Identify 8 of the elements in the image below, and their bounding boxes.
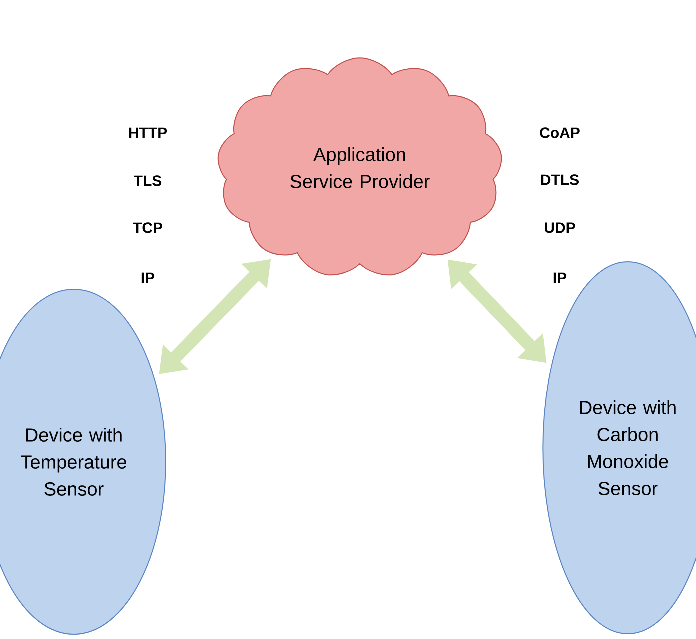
protocol-label: HTTP [129, 128, 168, 138]
cloud-node: Application Service Provider [218, 58, 502, 276]
protocol-label: UDP [545, 222, 576, 234]
protocol-label: DTLS [541, 174, 579, 186]
protocol-label: TLS [134, 176, 162, 186]
protocol-label: TCP [133, 222, 162, 234]
protocol-label: CoAP [540, 128, 580, 138]
protocol-label: IP [554, 272, 567, 284]
